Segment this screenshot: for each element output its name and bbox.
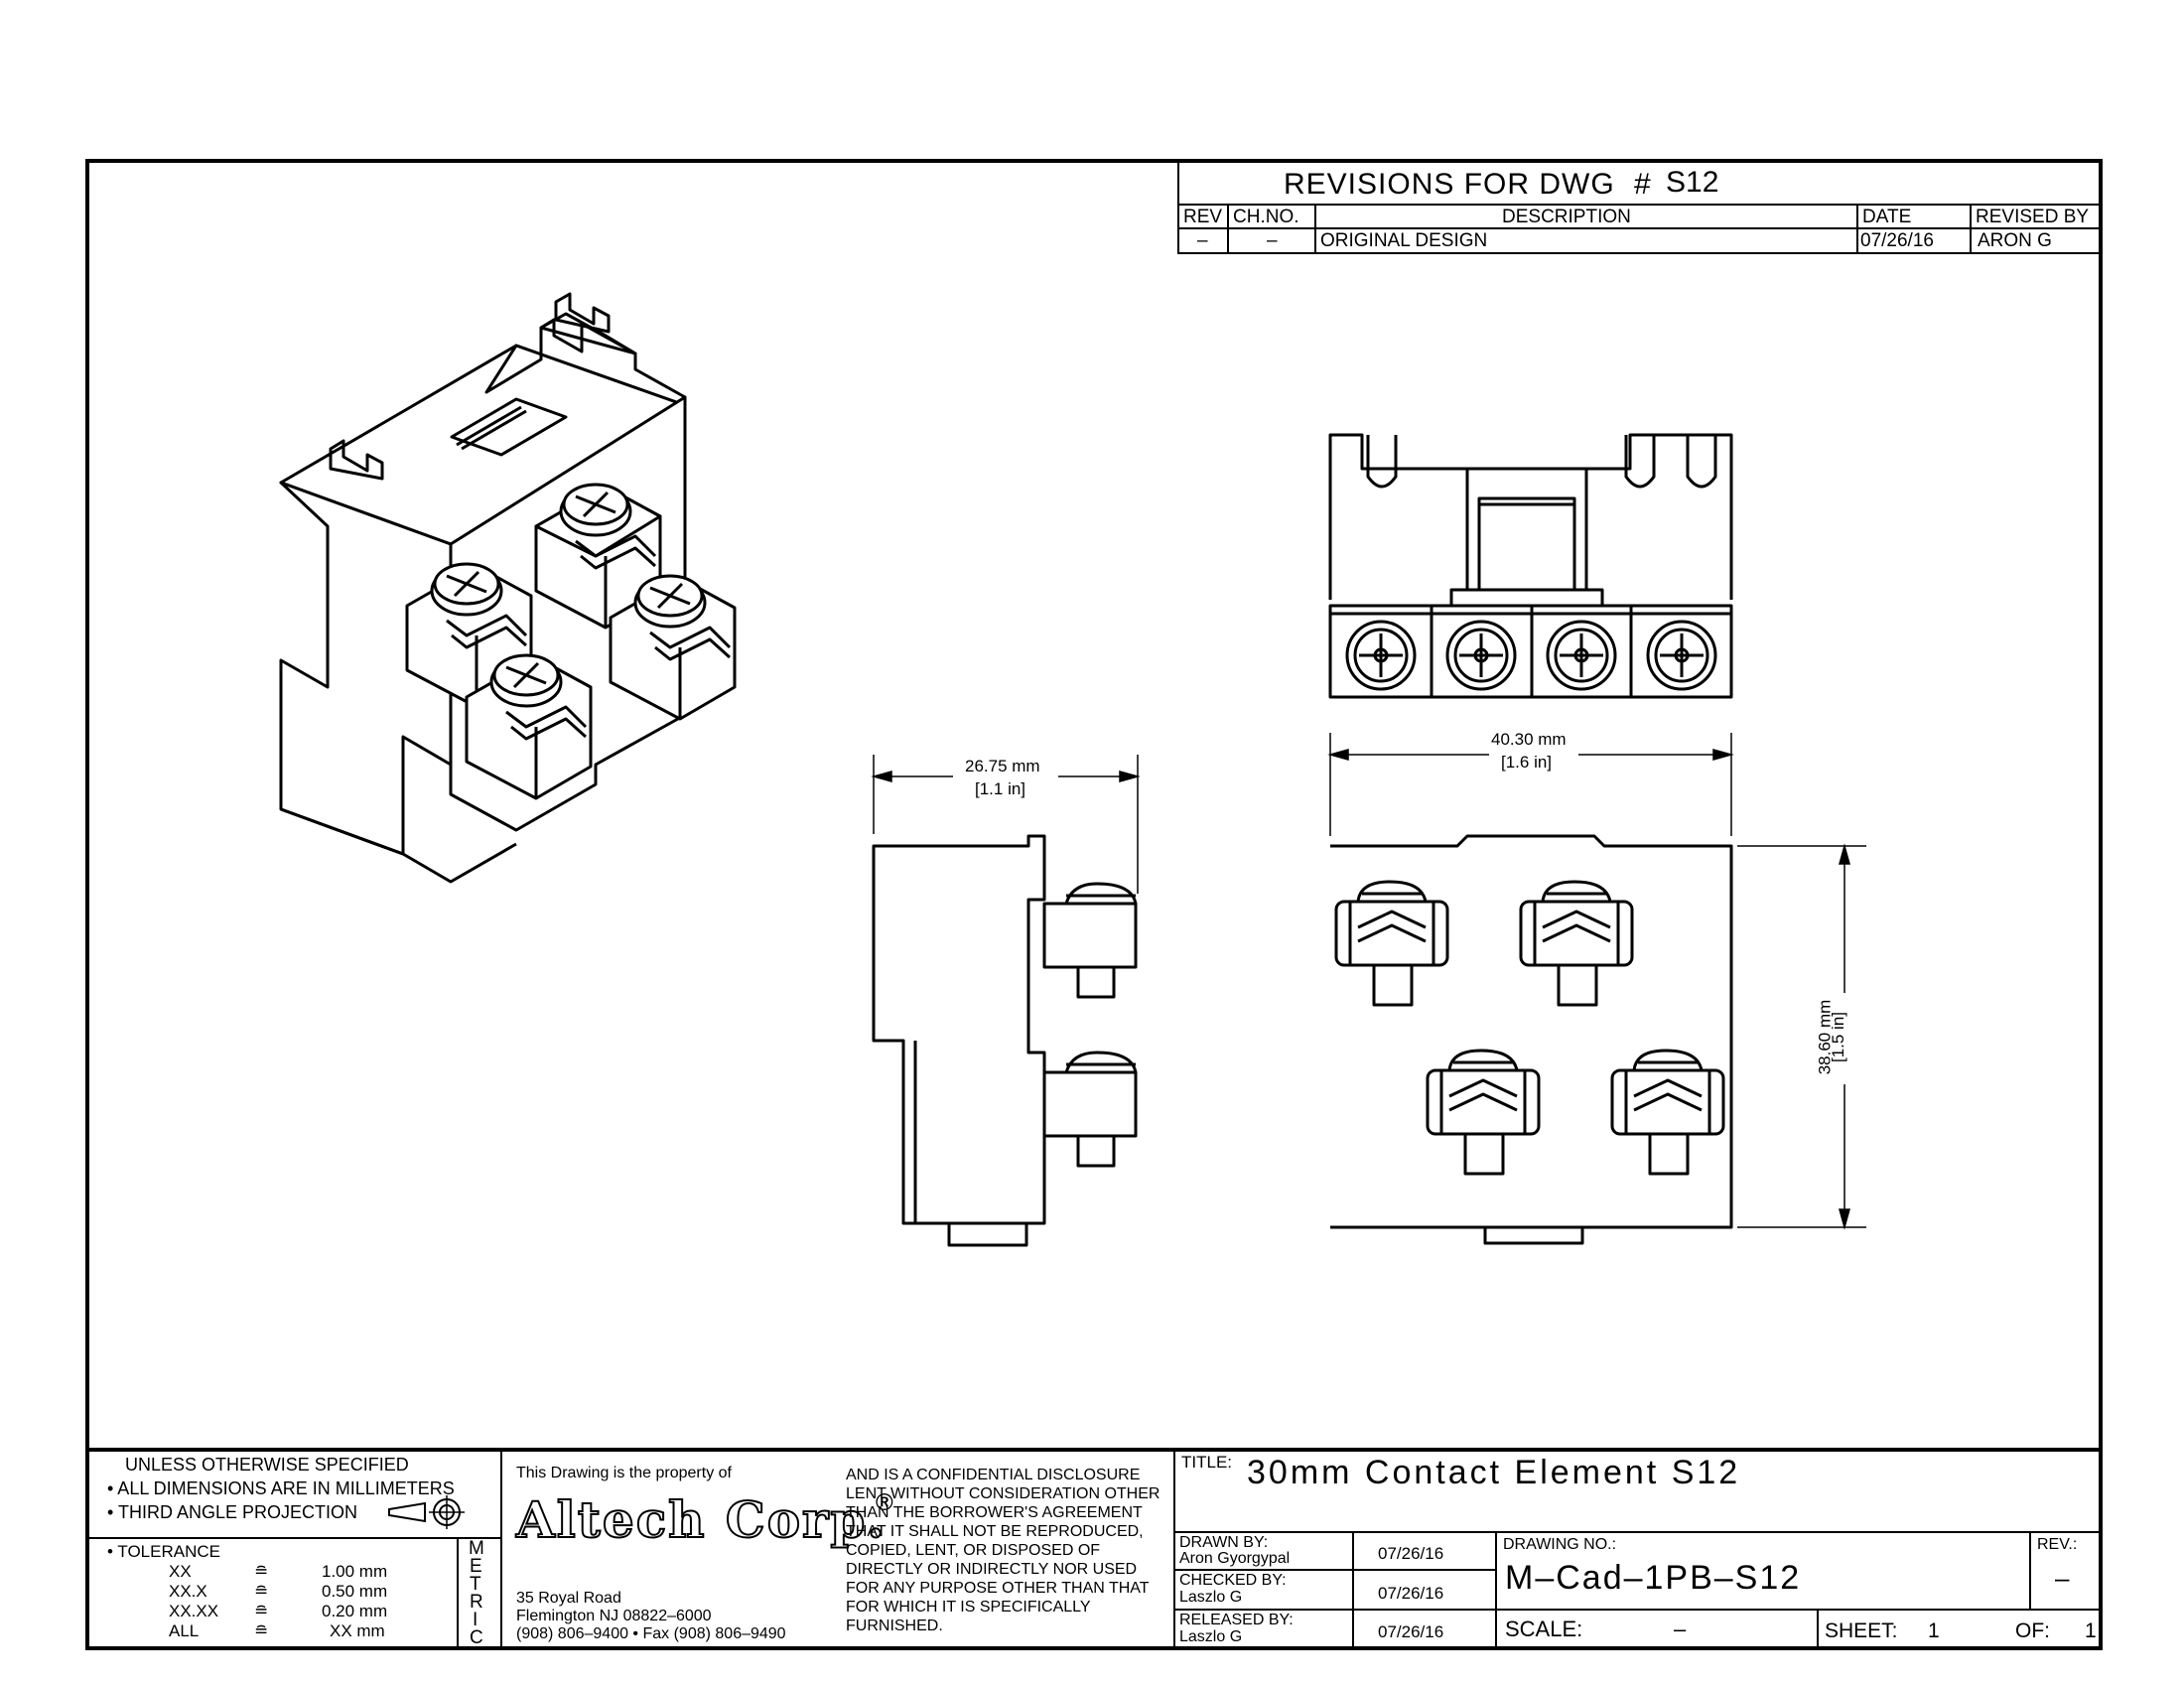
sheet-value: 1 [1928, 1619, 1940, 1642]
tol-key-4: ALL [169, 1621, 200, 1640]
tol-sym-3: ≘ [254, 1602, 269, 1620]
dimension-lines [871, 733, 1866, 1230]
disclosure-line-6: DIRECTLY OR INDIRECTLY NOR USED [846, 1561, 1138, 1578]
tol-key-1: XX [169, 1562, 192, 1581]
drawn-by-name: Aron Gyorgypal [1179, 1550, 1291, 1567]
disclosure-line-4: THAT IT SHALL NOT BE REPRODUCED, [846, 1523, 1144, 1540]
drawing-no-label: DRAWING NO.: [1503, 1536, 1617, 1553]
released-by-label: RELEASED BY: [1179, 1612, 1294, 1628]
address-line-2: Flemington NJ 08822–6000 [516, 1608, 712, 1624]
scale-value: – [1674, 1617, 1687, 1641]
sheet-label: SHEET: [1825, 1619, 1898, 1642]
top-screws [1345, 620, 1717, 691]
dim-side-width-in: [1.1 in] [975, 779, 1026, 798]
tolerance-label: • TOLERANCE [107, 1542, 220, 1561]
released-by-name: Laszlo G [1179, 1628, 1243, 1645]
tol-sym-4: ≘ [254, 1621, 269, 1640]
disclosure-line-5: COPIED, LENT, OR DISPOSED OF [846, 1542, 1101, 1559]
hash-symbol: # [1634, 168, 1652, 201]
metric-letter-e: E [470, 1556, 482, 1577]
tol-val-2: 0.50 mm [322, 1582, 388, 1601]
disclosure-line-9: FURNISHED. [846, 1618, 943, 1634]
tol-sym-1: ≘ [254, 1562, 269, 1581]
drawn-date: 07/26/16 [1378, 1544, 1444, 1563]
tol-key-2: XX.X [169, 1582, 207, 1601]
front-terminal-4 [1610, 1049, 1725, 1176]
rev-label: REV.: [2037, 1536, 2078, 1553]
metric-letter-m: M [469, 1538, 484, 1559]
tol-sym-2: ≘ [254, 1582, 269, 1601]
drawing-number: M–Cad–1PB–S12 [1505, 1559, 1802, 1597]
third-angle-projection-icon [388, 1495, 465, 1529]
row-revised-by: ARON G [1978, 230, 2052, 251]
checked-date: 07/26/16 [1378, 1584, 1444, 1603]
col-revised-by: REVISED BY [1976, 207, 2090, 227]
of-value: 1 [2085, 1619, 2097, 1642]
tol-val-3: 0.20 mm [322, 1602, 388, 1620]
col-date: DATE [1862, 207, 1912, 227]
scale-label: SCALE: [1505, 1617, 1583, 1641]
front-terminal-2 [1519, 880, 1634, 1007]
disclosure-line-8: FOR WHICH IT IS SPECIFICALLY [846, 1599, 1091, 1616]
revisions-table: REVISIONS FOR DWG # S12 REV CH.NO. DESCR… [1177, 162, 2099, 254]
front-terminal-1 [1334, 880, 1449, 1007]
isometric-view [279, 292, 737, 884]
top-view [1328, 433, 1733, 699]
checked-by-name: Laszlo G [1179, 1589, 1243, 1606]
side-view [872, 834, 1138, 1247]
tol-val-4: XX mm [330, 1621, 385, 1640]
of-label: OF: [2015, 1619, 2050, 1642]
checked-by-label: CHECKED BY: [1179, 1572, 1287, 1589]
metric-letter-c: C [470, 1627, 483, 1648]
dwg-number: S12 [1666, 166, 1719, 199]
metric-letter-t: T [470, 1574, 481, 1595]
col-chno: CH.NO. [1233, 207, 1299, 227]
disclosure-line-3: THAN THE BORROWER'S AGREEMENT [846, 1504, 1143, 1521]
note-dimensions: • ALL DIMENSIONS ARE IN MILLIMETERS [107, 1478, 455, 1498]
iso-terminal-1 [534, 483, 662, 630]
title-label: TITLE: [1181, 1453, 1233, 1472]
disclosure-line-1: AND IS A CONFIDENTIAL DISCLOSURE [846, 1467, 1141, 1483]
property-of: This Drawing is the property of [516, 1465, 732, 1481]
note-unless: UNLESS OTHERWISE SPECIFIED [125, 1455, 409, 1475]
drawing-sheet-border [85, 159, 2103, 1650]
dim-front-width-in: [1.6 in] [1501, 753, 1553, 772]
revisions-title: REVISIONS FOR DWG # [1284, 170, 1652, 200]
revisions-title-text: REVISIONS FOR DWG [1284, 168, 1615, 201]
row-rev: – [1197, 230, 1208, 251]
iso-terminal-3 [609, 574, 737, 721]
tol-val-1: 1.00 mm [322, 1562, 388, 1581]
col-rev: REV [1183, 207, 1223, 227]
metric-letter-r: R [470, 1592, 483, 1613]
iso-terminal-4 [465, 653, 593, 800]
altech-logo: Altech Corp. [515, 1490, 887, 1549]
released-date: 07/26/16 [1378, 1622, 1444, 1641]
front-terminal-3 [1426, 1049, 1541, 1176]
registered-mark: ® [876, 1489, 893, 1516]
title-block: UNLESS OTHERWISE SPECIFIED • ALL DIMENSI… [85, 1448, 2103, 1650]
row-description: ORIGINAL DESIGN [1320, 230, 1488, 251]
disclosure-line-7: FOR ANY PURPOSE OTHER THAN THAT [846, 1580, 1150, 1597]
dim-side-width-mm: 26.75 mm [965, 757, 1040, 775]
metric-letter-i: I [473, 1610, 478, 1630]
drawn-by-label: DRAWN BY: [1179, 1534, 1269, 1551]
note-projection: • THIRD ANGLE PROJECTION [107, 1502, 358, 1522]
dim-front-width-mm: 40.30 mm [1491, 730, 1567, 749]
dim-front-height-in: [1.5 in] [1829, 1011, 1848, 1063]
drawing-title: 30mm Contact Element S12 [1247, 1454, 1741, 1491]
phone-fax: (908) 806–9400 • Fax (908) 806–9490 [516, 1625, 786, 1642]
row-chno: – [1267, 230, 1278, 251]
front-view [1330, 834, 1733, 1245]
tol-key-3: XX.XX [169, 1602, 219, 1620]
address-line-1: 35 Royal Road [516, 1590, 621, 1607]
rev-value: – [2055, 1563, 2070, 1593]
disclosure-line-2: LENT WITHOUT CONSIDERATION OTHER [846, 1485, 1160, 1502]
col-description: DESCRIPTION [1502, 207, 1631, 227]
row-date: 07/26/16 [1860, 230, 1934, 251]
